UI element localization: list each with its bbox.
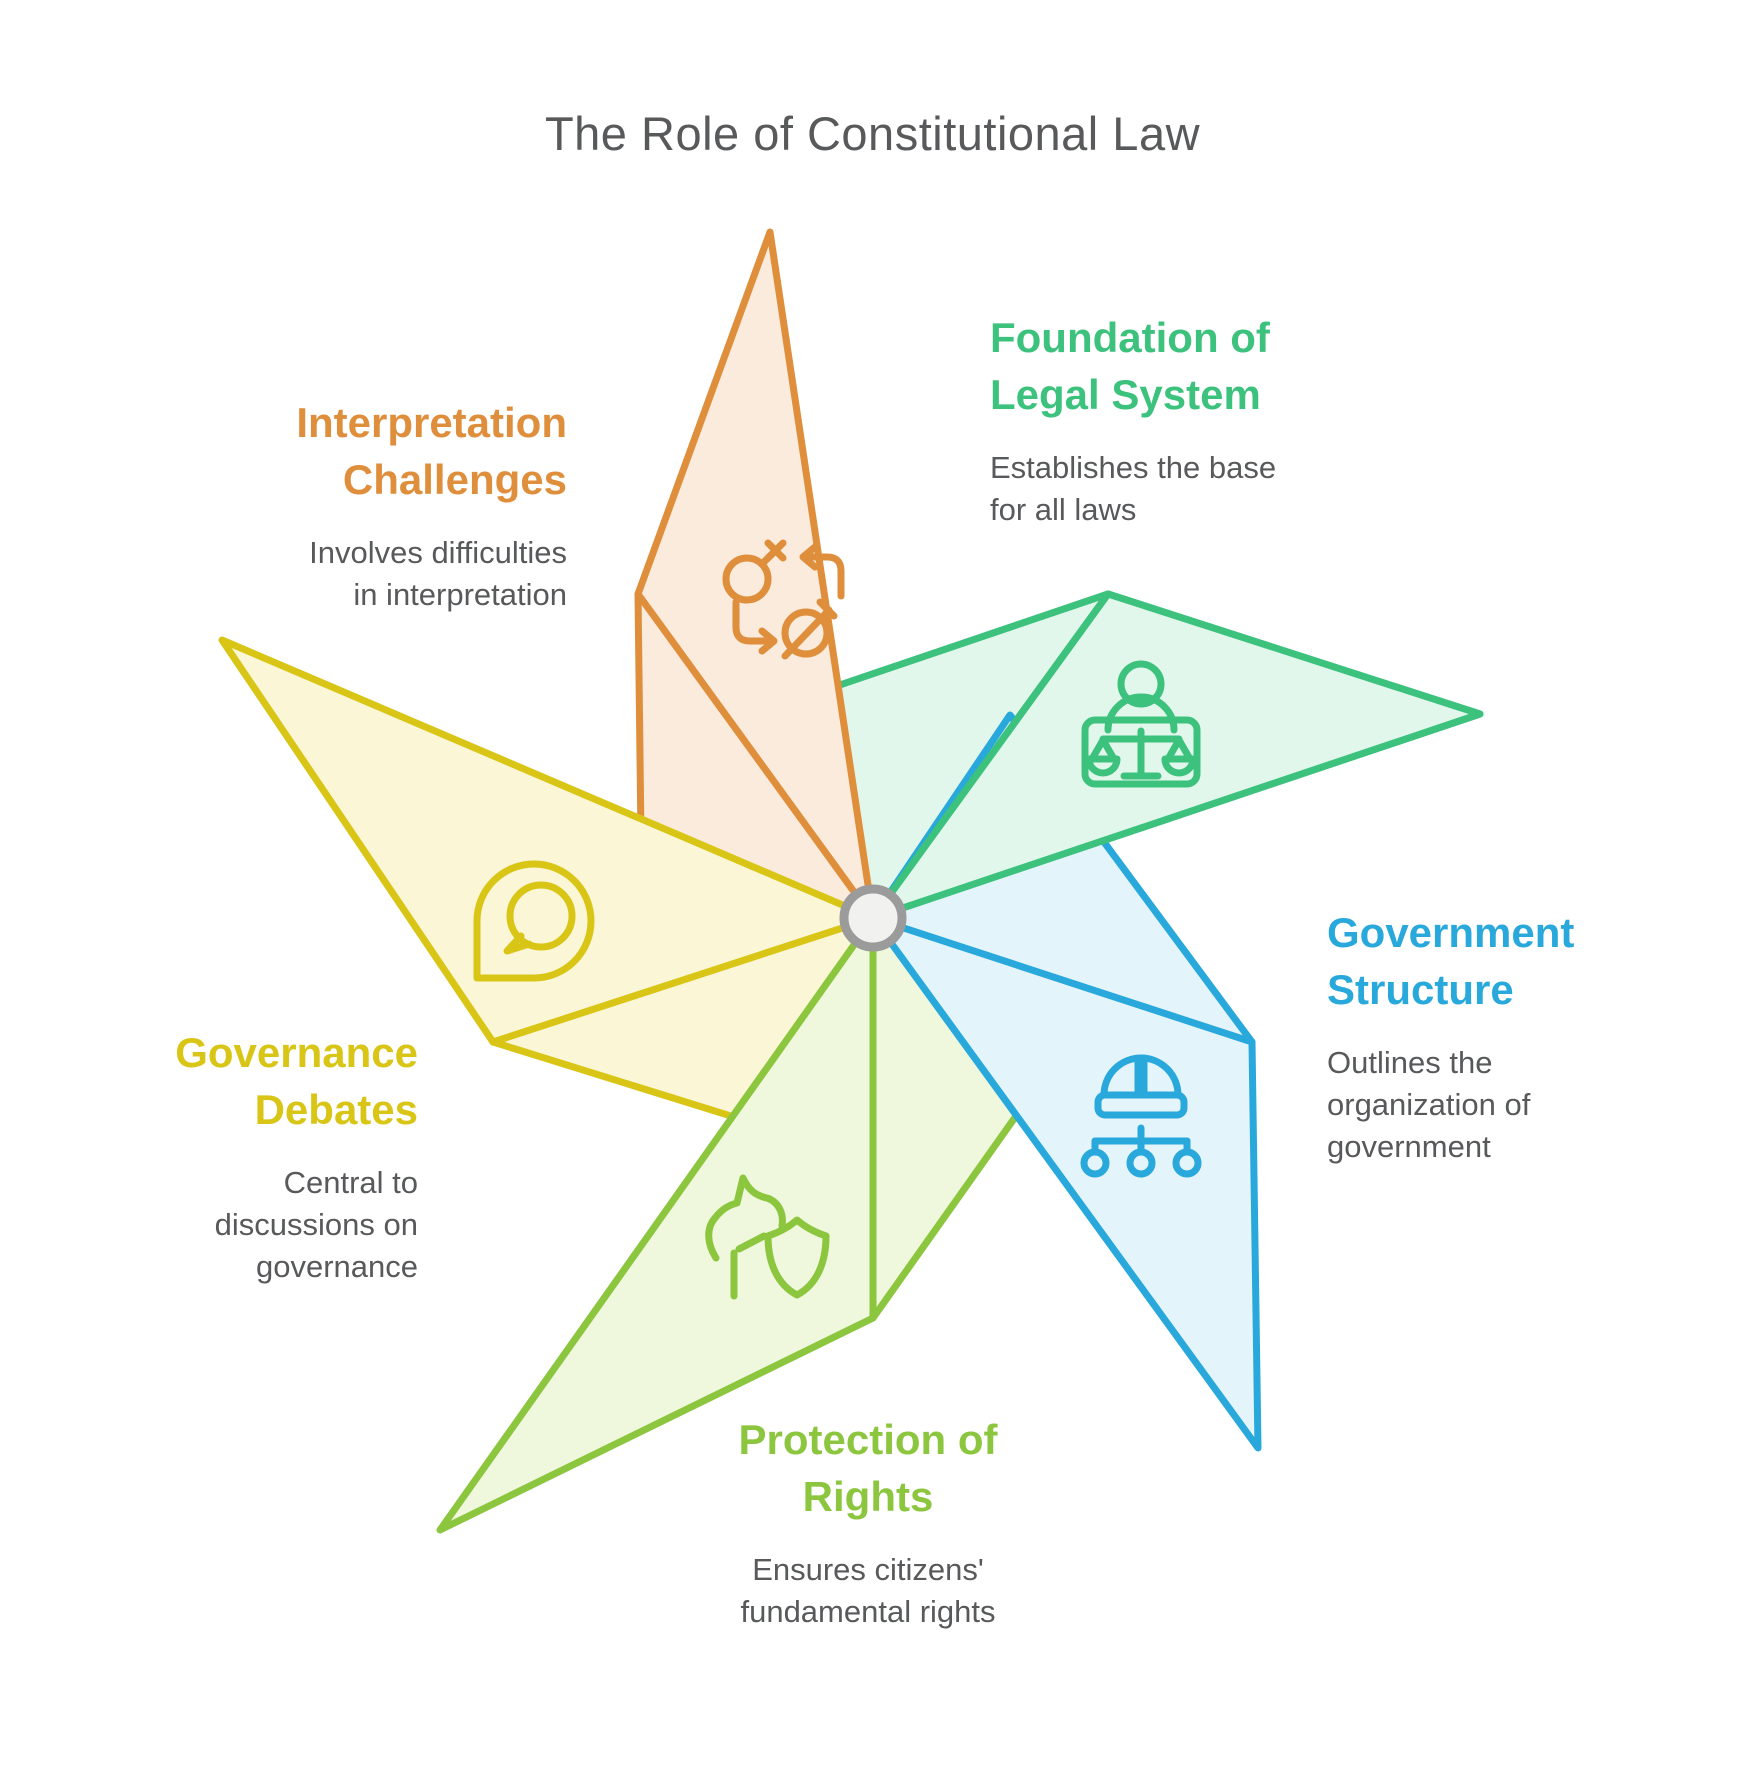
segment-description: Involves difficulties in interpretation: [309, 535, 567, 613]
blade-fold-governance: [489, 914, 877, 1046]
segment-heading: Foundation of Legal System: [990, 314, 1270, 418]
segment-description: Ensures citizens' fundamental rights: [740, 1552, 996, 1630]
gender-swap-arrows-icon: [722, 539, 845, 660]
segment-heading: Governance Debates: [175, 1029, 418, 1133]
pinwheel-hub: [839, 884, 907, 952]
segment-description: Outlines the organization of government: [1327, 1045, 1531, 1165]
blade-fold-foundation: [869, 590, 1112, 922]
label-interpretation: Interpretation Challenges Involves diffi…: [296, 395, 567, 616]
segment-heading: Protection of Rights: [738, 1416, 998, 1520]
judge-scales-icon: [1081, 660, 1201, 788]
page-title: The Role of Constitutional Law: [544, 107, 1201, 160]
label-foundation: Foundation of Legal System Establishes t…: [990, 310, 1276, 531]
dog-shield-icon: [705, 1174, 830, 1300]
label-government: Government Structure Outlines the organi…: [1327, 905, 1574, 1168]
segment-description: Establishes the base for all laws: [990, 450, 1277, 528]
blade-fold-interpretation: [634, 590, 877, 922]
segment-heading: Interpretation Challenges: [296, 399, 567, 503]
segment-description: Central to discussions on governance: [214, 1165, 418, 1285]
label-governance: Governance Debates Central to discussion…: [175, 1025, 418, 1288]
segment-heading: Government Structure: [1327, 909, 1575, 1013]
blade-government: [869, 711, 1262, 1452]
helmet-org-chart-icon: [1080, 1054, 1202, 1178]
label-protection: Protection of Rights Ensures citizens' f…: [568, 1412, 1168, 1633]
chat-bubble-pin-icon: [473, 860, 595, 982]
blade-fold-government: [869, 914, 1256, 1046]
